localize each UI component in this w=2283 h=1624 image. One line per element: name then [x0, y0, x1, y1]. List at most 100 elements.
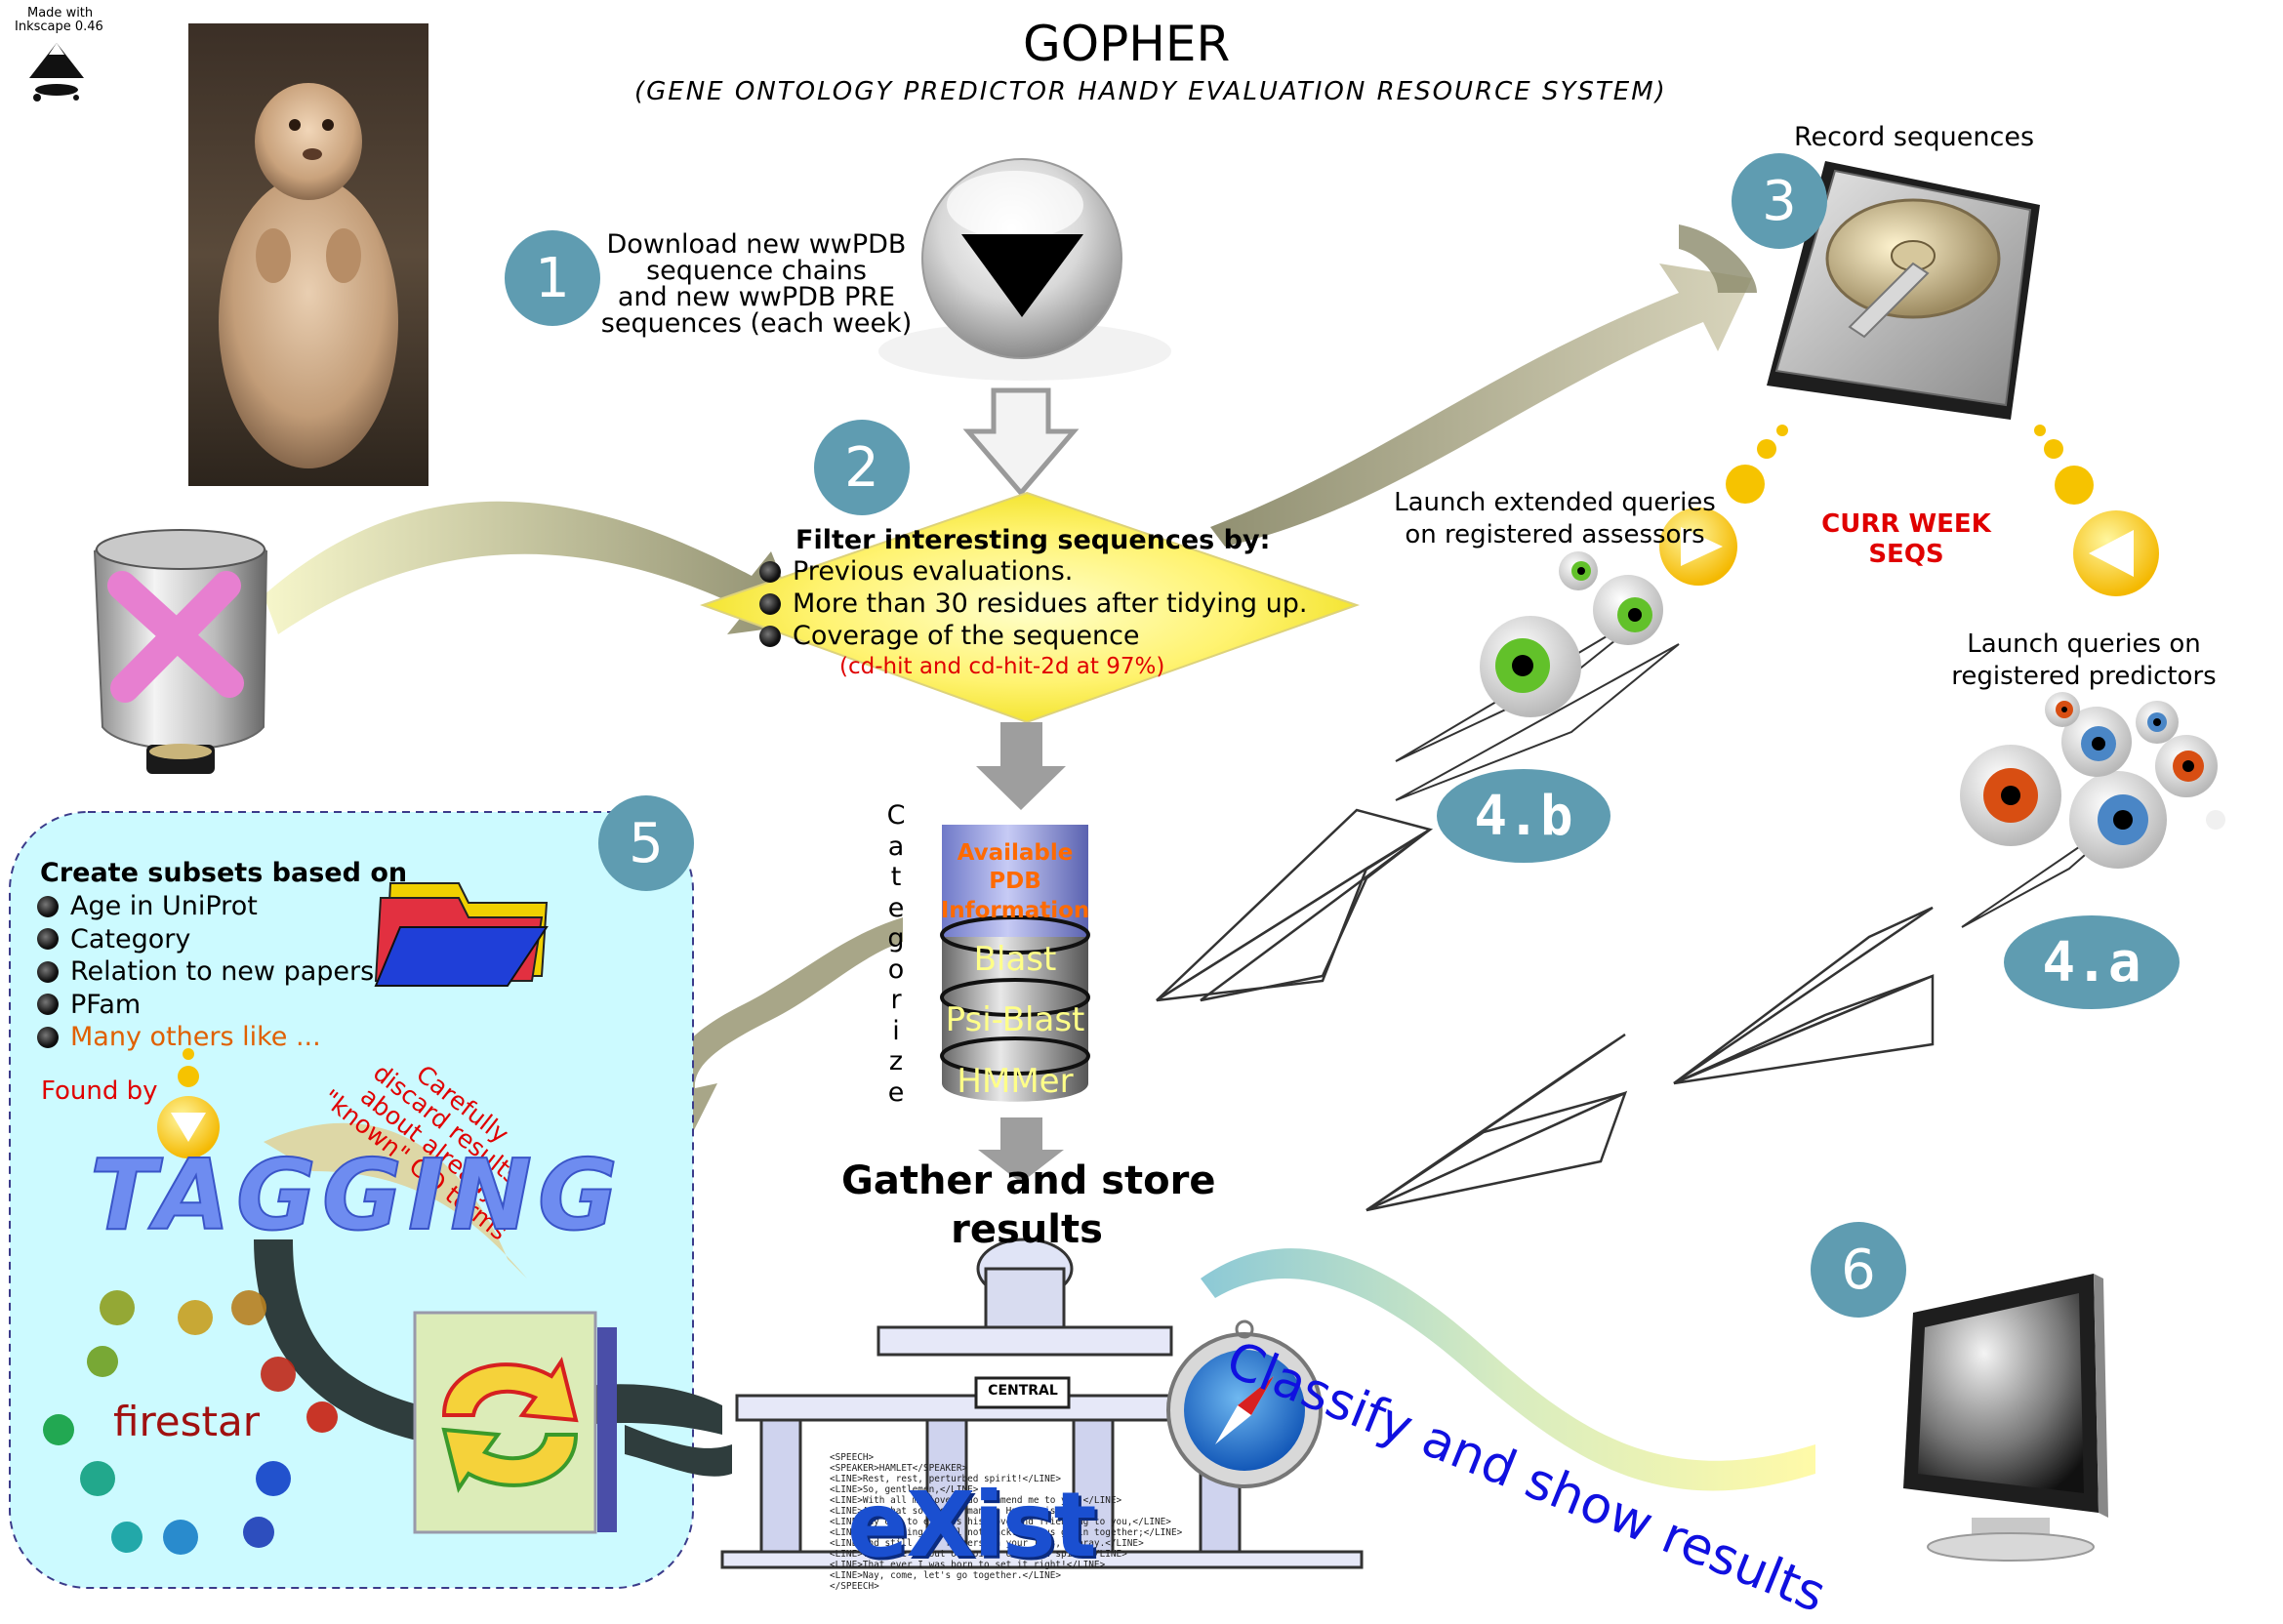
step-1-line: Download new wwPDB: [606, 229, 907, 260]
xml-line: <LINE>That ever I was born to set it rig…: [830, 1560, 1106, 1570]
step-6-badge: 6: [1811, 1222, 1906, 1318]
assessors-line: on registered assessors: [1405, 519, 1705, 549]
database-layer-blast: Blast: [973, 940, 1057, 979]
classify-ribbon: [1201, 1248, 1815, 1491]
found-by-label: Found by: [41, 1076, 158, 1106]
exist-sign: CENTRAL: [988, 1383, 1058, 1399]
download-icon: [878, 158, 1171, 381]
folder-icon: [374, 882, 549, 987]
assessors-description: Launch extended queries on registered as…: [1384, 487, 1726, 550]
step-1-description: Download new wwPDB sequence chains and n…: [600, 231, 913, 337]
database-top-line: PDB: [989, 869, 1041, 895]
categorize-letter: g: [887, 923, 905, 954]
record-arrow-curl: [1679, 224, 1757, 293]
subset-criterion: Category: [37, 923, 374, 956]
step-1-line: sequences (each week): [600, 308, 913, 339]
database-top-label: Available PDB Information: [939, 839, 1091, 925]
xml-line: <LINE>God willing, shall not lack. Let u…: [830, 1527, 1183, 1538]
play-down-button-icon: [157, 1096, 220, 1158]
filter-criterion: Previous evaluations.: [759, 555, 1307, 588]
step-1-line: sequence chains: [646, 256, 867, 286]
down-arrow-icon: [978, 1117, 1064, 1183]
dotted-path-left: [1726, 425, 1788, 504]
categorize-letter: a: [887, 831, 905, 862]
curr-week-line: CURR WEEK: [1821, 509, 1991, 539]
xml-line: <SPEAKER>HAMLET</SPEAKER>: [830, 1463, 968, 1474]
subsets-heading: Create subsets based on: [40, 858, 408, 888]
filter-note: (cd-hit and cd-hit-2d at 97%): [839, 654, 1165, 679]
predictor-eyes-icon: [1960, 692, 2225, 928]
categorize-letter: e: [887, 1076, 905, 1108]
database-layer-hmmer: HMMer: [957, 1062, 1074, 1101]
paper-plane-icon: [1156, 808, 1434, 1002]
xml-line: <LINE>The time is out of joint: O cursed…: [830, 1549, 1127, 1560]
gopher-photo: [188, 23, 428, 486]
protein-structure-icon: [43, 1290, 338, 1555]
tagging-label: TAGGING: [89, 1138, 624, 1252]
database-top-line: Information: [940, 897, 1090, 923]
inkscape-badge-line1: Made with: [27, 6, 94, 20]
categorize-letter: t: [890, 862, 902, 892]
categorize-label: C a t e g o r i z e: [884, 800, 908, 1108]
subset-criterion: Age in UniProt: [37, 890, 374, 923]
filter-criterion: More than 30 residues after tidying up.: [759, 588, 1307, 620]
gather-label: Gather and store results: [841, 1157, 1216, 1254]
play-back-button-icon: [2073, 510, 2159, 596]
play-button-icon: [1659, 508, 1737, 586]
down-arrow-icon: [976, 722, 1066, 810]
categorize-letter: o: [887, 954, 905, 985]
subset-criterion-more: Many others like ...: [37, 1021, 374, 1054]
hard-disk-icon: [1767, 161, 2040, 420]
record-arrow: [1210, 264, 1752, 547]
down-arrow-icon: [962, 387, 1080, 497]
step-1-badge: 1: [505, 230, 600, 326]
dotted-path-right: [2034, 425, 2094, 505]
store-arrow: [586, 1384, 722, 1435]
xml-line: <SPEECH>: [830, 1452, 875, 1463]
reload-icon: [413, 1311, 617, 1534]
xml-line: <LINE>And still your fingers on your lip…: [830, 1538, 1144, 1549]
step-5-badge: 5: [598, 795, 694, 891]
curr-week-line: SEQS: [1868, 540, 1944, 570]
record-sequences-label: Record sequences: [1794, 122, 2035, 152]
gather-line: results: [951, 1207, 1103, 1252]
predictors-line: Launch queries on: [1967, 629, 2201, 659]
categorize-letter: i: [892, 1015, 900, 1046]
page-subtitle: (GENE ONTOLOGY PREDICTOR HANDY EVALUATIO…: [634, 77, 1667, 106]
paper-plane-icon: [1673, 906, 1935, 1085]
firestar-label: firestar: [113, 1398, 260, 1445]
filter-heading: Filter interesting sequences by:: [795, 525, 1271, 555]
paper-plane-icon: [1366, 1033, 1628, 1212]
monitor-icon: [1903, 1274, 2108, 1562]
step-4a-badge: 4.a: [2004, 915, 2180, 1009]
xml-line: <LINE>Nay, come, let's go together.</LIN…: [830, 1570, 1062, 1581]
xml-line: <LINE>May do, to express his love and fr…: [830, 1517, 1171, 1527]
database-layer-psiblast: Psi-Blast: [945, 1000, 1085, 1039]
predictors-line: registered predictors: [1951, 661, 2217, 691]
paper-plane-icon: [1200, 828, 1431, 1002]
reject-arrow: [264, 501, 800, 634]
categorize-letter: C: [886, 800, 906, 831]
filter-criterion: Coverage of the sequence: [759, 620, 1307, 652]
subset-criterion: Relation to new papers: [37, 955, 374, 989]
subset-criterion: PFam: [37, 989, 374, 1022]
filter-criteria-list: Previous evaluations. More than 30 resid…: [759, 555, 1307, 652]
gather-line: Gather and store: [841, 1158, 1216, 1203]
inkscape-logo-icon: [29, 43, 84, 102]
trash-icon: [93, 529, 268, 774]
xml-line: <LINE>And what so poor a man as Hamlet i…: [830, 1506, 1094, 1517]
step-1-line: and new wwPDB PRE: [617, 282, 896, 312]
dot-icon: [183, 1048, 194, 1060]
compass-icon: [1166, 1320, 1323, 1488]
discard-arrow: [264, 1122, 527, 1279]
database-icon: [940, 825, 1090, 1102]
exist-logo: eXist: [847, 1473, 1097, 1577]
subsets-list: Age in UniProt Category Relation to new …: [37, 890, 374, 1054]
categorize-letter: r: [890, 985, 902, 1015]
assessor-eyes-icon: [1395, 551, 1680, 801]
exist-xml-snippet: <SPEECH> <SPEAKER>HAMLET</SPEAKER> <LINE…: [830, 1452, 1182, 1592]
inkscape-badge-line2: Inkscape 0.46: [15, 20, 103, 34]
predictors-description: Launch queries on registered predictors: [1937, 629, 2230, 692]
categorize-letter: z: [888, 1046, 904, 1076]
